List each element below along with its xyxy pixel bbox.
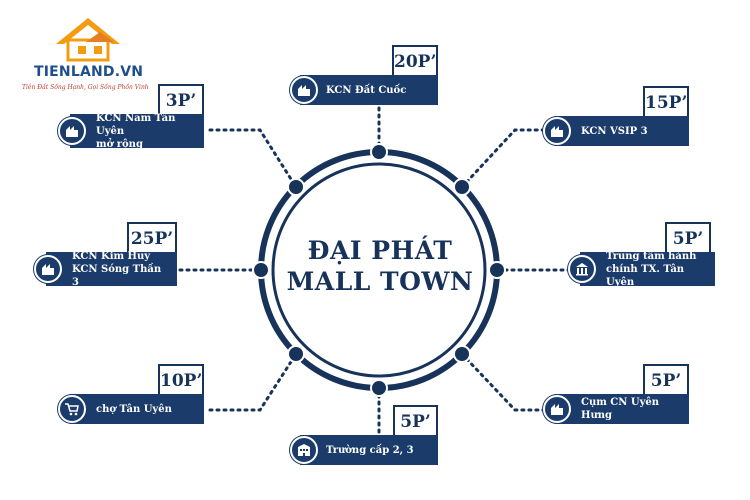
brand-slogan: Tiên Đất Sống Hạnh, Gọi Sống Phồn Vinh: [22, 84, 149, 91]
travel-time: 5P’: [393, 405, 438, 435]
node-dot-left: [252, 261, 270, 279]
connector-top-left: [208, 128, 298, 189]
factory-icon: [543, 117, 571, 145]
connector-bottom-right: [460, 352, 547, 412]
node-dot-bottom-right: [453, 345, 471, 363]
brand-logo: TIENLAND.VN Tiên Đất Sống Hạnh, Gọi Sống…: [18, 14, 168, 94]
travel-time: 25P’: [127, 222, 177, 252]
center-title: ĐẠI PHÁT MALL TOWN: [280, 235, 480, 297]
node-dot-top: [370, 143, 388, 161]
destination-label: KCN Kim Huy KCN Sóng Thần 3: [46, 250, 177, 288]
destination-name: KCN Đất Cuốc: [326, 84, 407, 96]
travel-time: 10P’: [158, 364, 204, 394]
destination-label: Trung tâm hành chính TX. Tân Uyên: [580, 250, 715, 288]
factory-icon: [58, 117, 86, 145]
node-dot-bottom: [370, 379, 388, 397]
destination-label: KCN Đất Cuốc: [300, 75, 438, 105]
destination-label: KCN VSIP 3: [555, 116, 689, 146]
destination-name: Trường cấp 2, 3: [326, 444, 414, 456]
shopping-cart-icon: [58, 395, 86, 423]
node-dot-right: [488, 261, 506, 279]
destination-name: KCN VSIP 3: [581, 125, 648, 137]
connector-bottom-left: [208, 352, 298, 412]
destination-label: Cụm CN Uyên Hưng: [555, 394, 689, 424]
center-title-line2: MALL TOWN: [286, 267, 474, 296]
house-logo-icon: [56, 18, 120, 62]
node-dot-top-right: [453, 178, 471, 196]
destination-name-line1: KCN Nam Tân Uyên: [96, 112, 176, 137]
destination-label: KCN Nam Tân Uyên mở rộng: [70, 112, 204, 150]
factory-icon: [34, 255, 62, 283]
destination-name: chợ Tân Uyên: [96, 403, 172, 415]
travel-time: 20P’: [392, 45, 438, 75]
node-dot-top-left: [287, 178, 305, 196]
destination-label: chợ Tân Uyên: [70, 394, 204, 424]
center-title-line1: ĐẠI PHÁT: [307, 236, 453, 265]
travel-time: 5P’: [643, 364, 689, 394]
destination-name-line1: KCN Kim Huy: [72, 250, 151, 262]
factory-icon: [290, 76, 318, 104]
government-building-icon: [568, 255, 596, 283]
destination-name-line2: KCN Sóng Thần 3: [72, 263, 162, 288]
inner-ring: [271, 162, 487, 378]
connector-top-right: [460, 128, 547, 189]
travel-time: 5P’: [665, 222, 711, 252]
travel-time: 15P’: [643, 86, 689, 116]
destination-label: Trường cấp 2, 3: [300, 435, 438, 465]
destination-name-line1: Trung tâm hành: [606, 250, 697, 262]
factory-icon: [543, 395, 571, 423]
node-dot-bottom-left: [287, 345, 305, 363]
brand-name: TIENLAND.VN: [34, 64, 144, 80]
destination-name: Cụm CN Uyên Hưng: [581, 397, 660, 421]
school-icon: [290, 436, 318, 464]
destination-name-line2: mở rộng: [96, 138, 143, 150]
travel-time: 3P’: [158, 84, 204, 114]
destination-name-line2: chính TX. Tân Uyên: [606, 263, 685, 288]
